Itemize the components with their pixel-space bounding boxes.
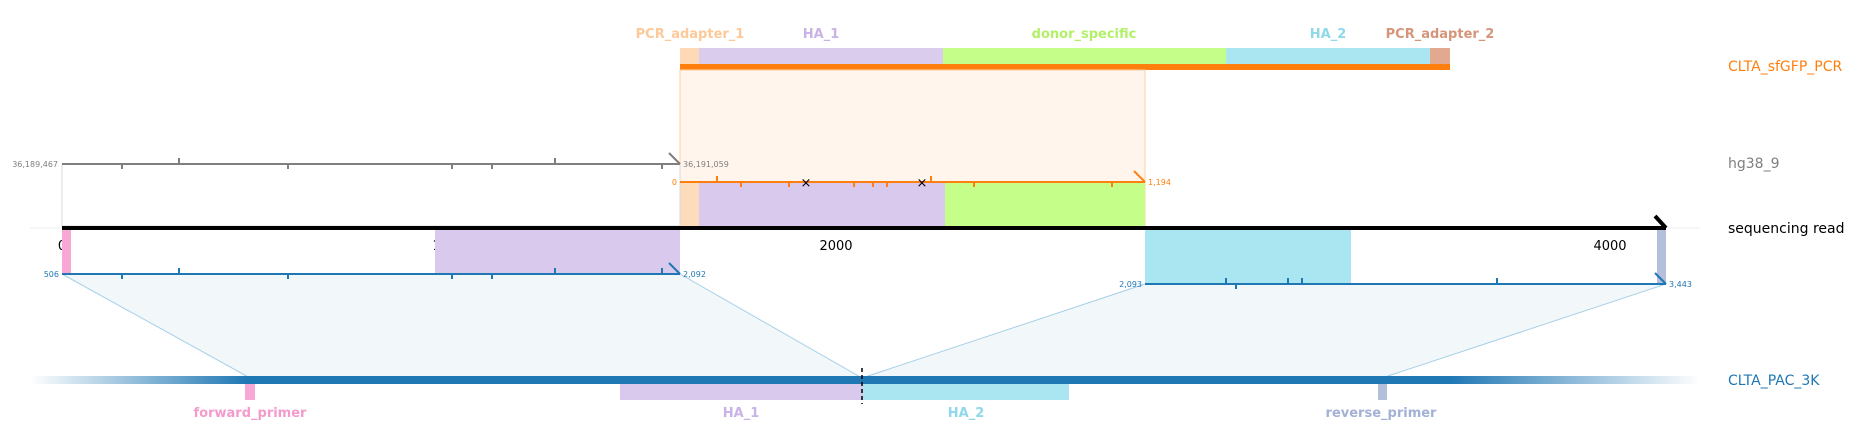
donor-proj-ha-1 (699, 182, 945, 226)
target-label-forward-primer: forward_primer (194, 406, 308, 421)
target-alignment-1-ticks (121, 268, 663, 279)
reference-bar (680, 64, 1450, 70)
target-proj-ha-1 (435, 230, 680, 274)
target-proj-reverse-primer (1657, 230, 1666, 284)
reference-track: PCR_adapter_1 HA_1 donor_specific HA_2 P… (636, 27, 1843, 75)
read-tick-label: 2000 (819, 239, 852, 254)
target-alignment-1-band (61, 273, 864, 379)
reference-name: CLTA_sfGFP_PCR (1728, 59, 1842, 75)
deletion-marker-1: × (801, 176, 812, 191)
donor-start-label: 0 (672, 178, 677, 187)
genome-start-label: 36,189,467 (12, 160, 58, 169)
read-arrow-head (1653, 214, 1668, 230)
target-feature-reverse-primer (1378, 384, 1387, 400)
ref-label-pcr-adapter-2: PCR_adapter_2 (1386, 27, 1495, 42)
target-alignment-2-end-arrow (1654, 272, 1667, 285)
target-feature-ha-2 (863, 384, 1069, 400)
target-feature-forward-primer (245, 384, 255, 400)
read-name: sequencing read (1728, 221, 1844, 237)
donor-proj-pcr-adapter-1 (680, 182, 699, 226)
target-proj-forward-primer (62, 230, 71, 274)
target-label-ha-1: HA_1 (723, 406, 760, 421)
read-ticks: 0 1000 2000 3000 4000 (58, 239, 1627, 254)
ref-feature-pcr-adapter-2 (1430, 48, 1450, 66)
target-alignment-2: 2,093 3,443 (861, 230, 1692, 379)
target-alignment-2-start-label: 2,093 (1119, 280, 1142, 289)
target-alignment-2-end-label: 3,443 (1669, 280, 1692, 289)
donor-alignment-end-arrow (1133, 170, 1146, 183)
genome-name: hg38_9 (1728, 156, 1779, 172)
target-alignment-2-band (861, 283, 1667, 379)
target-alignment-1-end-arrow (668, 262, 681, 275)
ref-feature-ha-1 (699, 48, 943, 66)
genome-mismatch-ticks (121, 158, 663, 169)
genome-alignment-band (61, 163, 681, 227)
target-name: CLTA_PAC_3K (1728, 373, 1820, 389)
target-label-ha-2: HA_2 (948, 406, 985, 421)
target-feature-ha-1 (620, 384, 863, 400)
donor-end-label: 1,194 (1148, 178, 1171, 187)
target-alignment-1-start-label: 506 (44, 270, 59, 279)
donor-alignment (679, 69, 1146, 227)
read-tick-label: 4000 (1593, 239, 1626, 254)
donor-proj-donor-specific (945, 182, 1145, 226)
genome-end-label: 36,191,059 (683, 160, 729, 169)
target-label-reverse-primer: reverse_primer (1326, 406, 1438, 421)
ref-label-ha-1: HA_1 (803, 27, 840, 42)
donor-mismatch-ticks (716, 176, 1113, 187)
ref-feature-donor-specific (943, 48, 1226, 66)
ref-label-donor-specific: donor_specific (1032, 27, 1137, 42)
genome-end-arrow (668, 152, 681, 165)
target-alignment-1-end-label: 2,092 (683, 270, 706, 279)
ref-feature-ha-2 (1226, 48, 1430, 66)
target-track: forward_primer HA_1 HA_2 reverse_primer … (30, 368, 1820, 421)
ref-label-ha-2: HA_2 (1310, 27, 1347, 42)
target-alignment-1: 506 2,092 (44, 230, 864, 379)
target-bar (30, 376, 1700, 384)
target-proj-ha-2 (1145, 230, 1351, 284)
target-alignment-2-ticks (1225, 278, 1498, 289)
donor-alignment-line-group: × × 0 1,194 (672, 170, 1171, 191)
ref-label-pcr-adapter-1: PCR_adapter_1 (636, 27, 745, 42)
ref-feature-pcr-adapter-1 (680, 48, 699, 66)
deletion-marker-2: × (917, 176, 928, 191)
